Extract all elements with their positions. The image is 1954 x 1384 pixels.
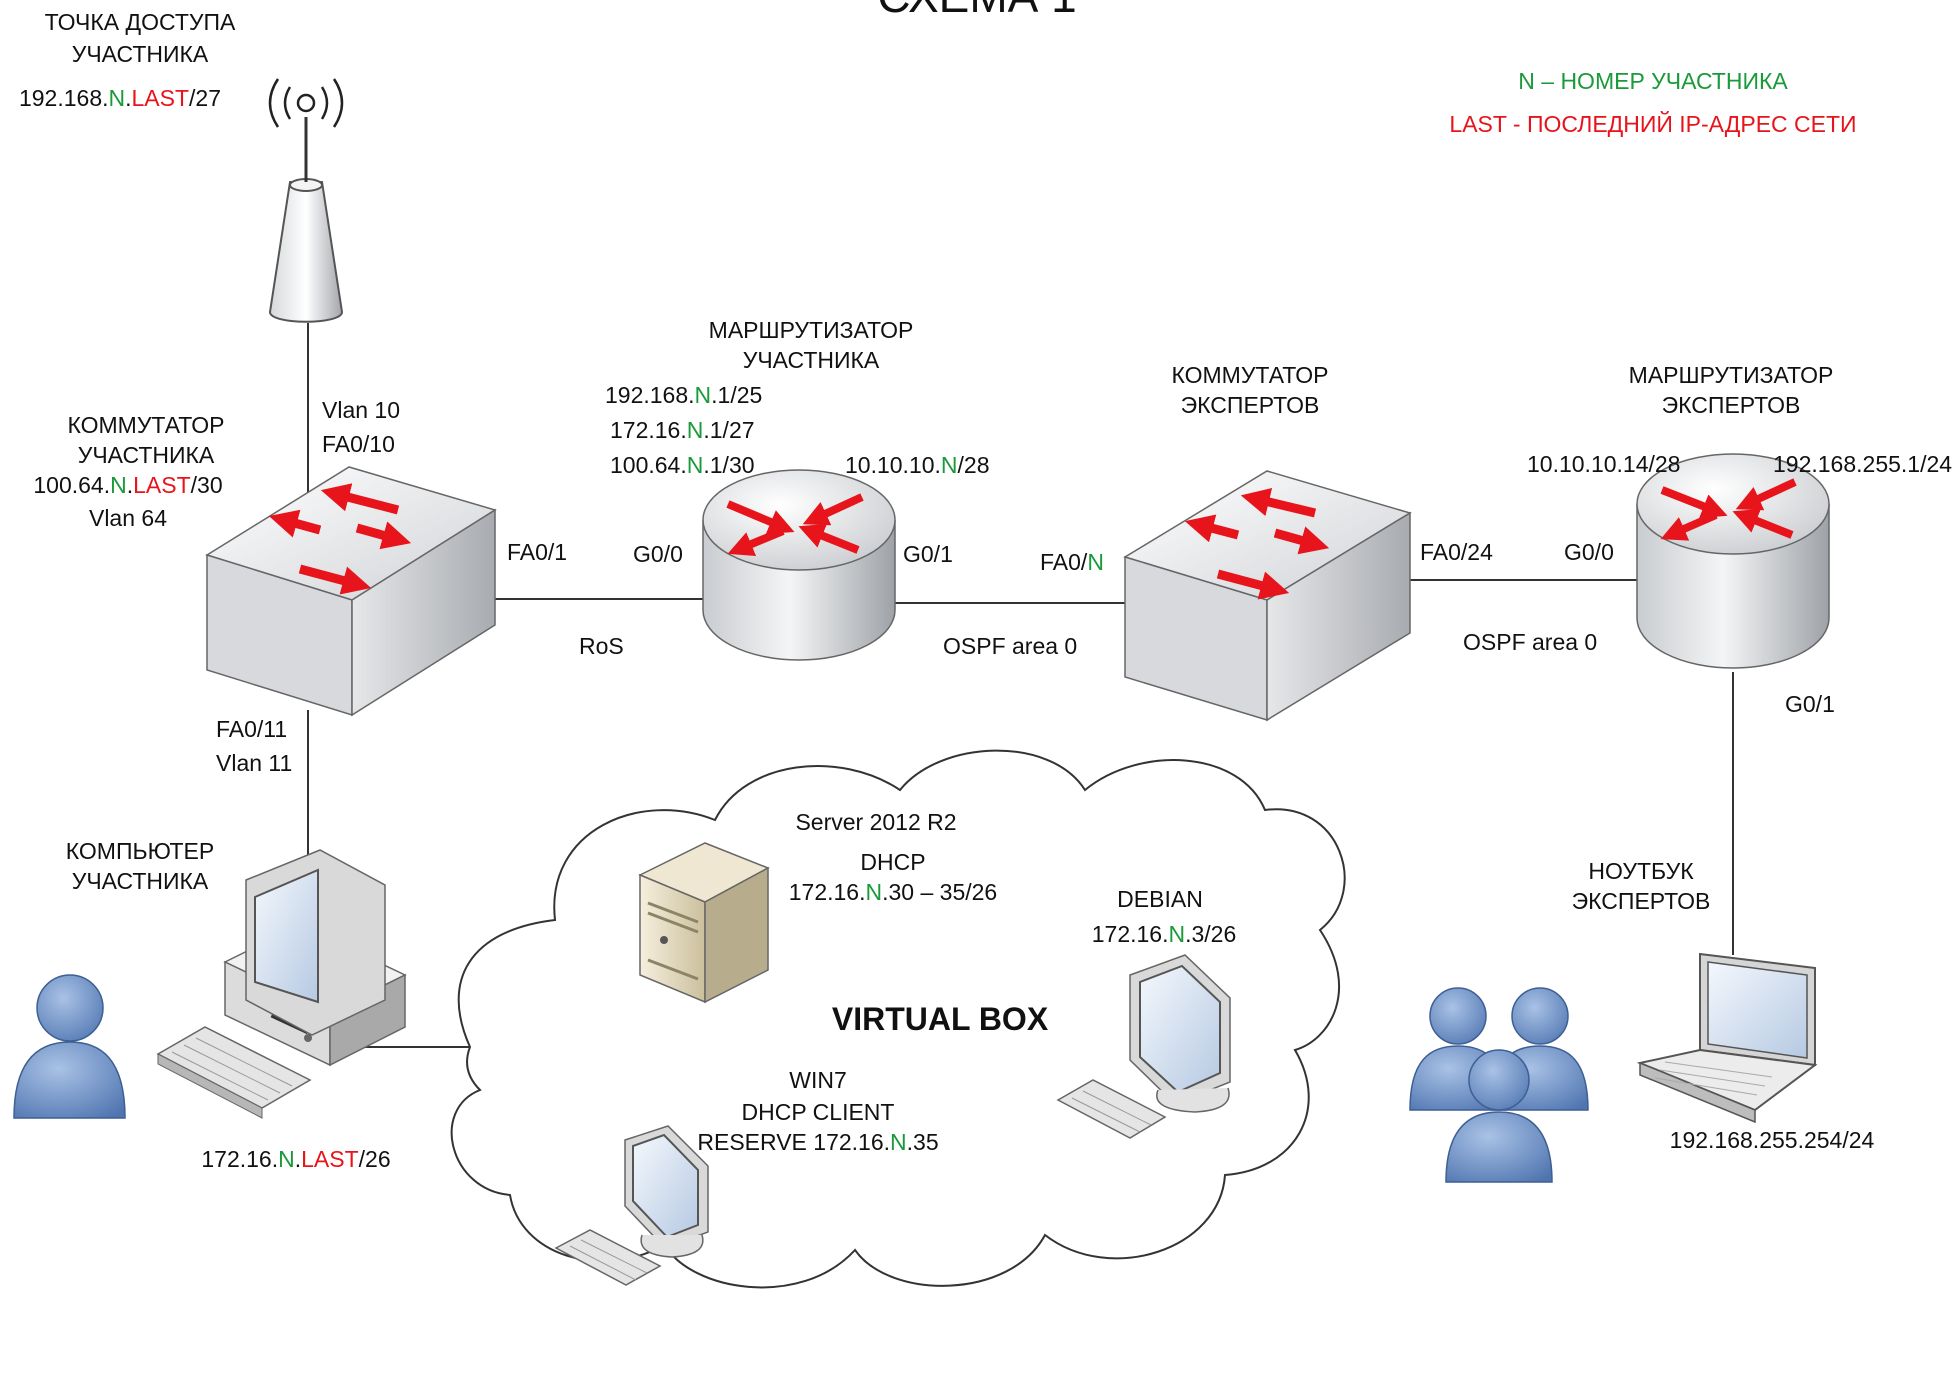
router-icon [702,469,896,661]
ap-name-2: УЧАСТНИКА [72,41,209,67]
esw-name-1: КОММУТАТОР [1171,362,1328,388]
rt-ip-2: 172.16.N.1/27 [610,417,755,443]
win7-name: WIN7 [789,1067,847,1093]
rt-ip-4: 10.10.10.N/28 [845,452,990,478]
sw-port-right: FA0/1 [507,539,567,565]
participant-pc[interactable]: КОМПЬЮТЕР УЧАСТНИКА 172.16.N.LAST/26 [13,838,407,1172]
expert-laptop[interactable]: НОУТБУК ЭКСПЕРТОВ 192.168.255.254/24 [1409,858,1875,1183]
sw-ip: 100.64.N.LAST/30 [33,472,222,498]
pc-name-2: УЧАСТНИКА [72,868,209,894]
rt-name-2: УЧАСТНИКА [743,347,880,373]
pc-ip: 172.16.N.LAST/26 [201,1146,390,1172]
legend-n: N – НОМЕР УЧАСТНИКА [1518,68,1788,94]
ap-ip: 192.168.N.LAST/27 [19,85,221,111]
rt-port-left: G0/0 [633,541,683,567]
ap-name-1: ТОЧКА ДОСТУПА [45,9,236,35]
win7-reserve: RESERVE 172.16.N.35 [697,1129,938,1155]
sw-port-up: FA0/10 [322,431,395,457]
esw-port-left: FA0/N [1040,549,1104,575]
rt-ip-1: 192.168.N.1/25 [605,382,762,408]
page-title: СХЕМА 1 [877,0,1076,22]
participant-switch[interactable]: КОММУТАТОР УЧАСТНИКА 100.64.N.LAST/30 Vl… [33,397,567,776]
sw-port-down: FA0/11 [216,716,287,742]
esw-port-right: FA0/24 [1420,539,1493,565]
link-label-ospf-1: OSPF area 0 [943,633,1077,659]
ert-ip-right: 192.168.255.1/24 [1773,451,1952,477]
virtualbox-cloud[interactable]: VIRTUAL BOX Server 2012 R2 DHCP 172.16.N… [450,749,1346,1289]
server-ip: 172.16.N.30 – 35/26 [789,879,997,905]
expert-switch[interactable]: КОММУТАТОР ЭКСПЕРТОВ FA0/N FA0/24 OSPF a… [1040,362,1597,722]
sw-name-1: КОММУТАТОР [67,412,224,438]
workstation-icon [1056,954,1231,1139]
workstation-icon [554,1125,709,1286]
expert-router[interactable]: МАРШРУТИЗАТОР ЭКСПЕРТОВ 10.10.10.14/28 1… [1527,362,1952,717]
access-point[interactable]: ТОЧКА ДОСТУПА УЧАСТНИКА 192.168.N.LAST/2… [19,9,344,323]
ert-name-2: ЭКСПЕРТОВ [1662,392,1801,418]
sw-vlan: Vlan 64 [89,505,167,531]
sw-port-down-vlan: Vlan 11 [216,750,292,776]
switch-icon [1123,470,1412,722]
router-icon [1636,453,1830,669]
link-label-ospf-2: OSPF area 0 [1463,629,1597,655]
user-icon [13,974,126,1119]
server-name: Server 2012 R2 [795,809,956,835]
wireless-antenna-icon [268,78,344,323]
desktop-pc-icon [156,849,407,1119]
laptop-name-1: НОУТБУК [1588,858,1694,884]
user-group-icon [1409,987,1589,1183]
ert-name-1: МАРШРУТИЗАТОР [1629,362,1834,388]
server-role: DHCP [860,849,925,875]
laptop-ip: 192.168.255.254/24 [1670,1127,1875,1153]
ert-port-left: G0/0 [1564,539,1614,565]
link-label-ros: RoS [579,633,624,659]
rt-name-1: МАРШРУТИЗАТОР [709,317,914,343]
debian-name: DEBIAN [1117,886,1203,912]
legend-last: LAST - ПОСЛЕДНИЙ IP-АДРЕС СЕТИ [1449,110,1856,137]
debian-ip: 172.16.N.3/26 [1092,921,1237,947]
win7-role: DHCP CLIENT [742,1099,895,1125]
rt-ip-3: 100.64.N.1/30 [610,452,755,478]
ert-port-down: G0/1 [1785,691,1835,717]
virtualbox-label: VIRTUAL BOX [832,1001,1049,1037]
ert-ip-left: 10.10.10.14/28 [1527,451,1680,477]
laptop-name-2: ЭКСПЕРТОВ [1572,888,1711,914]
switch-icon [205,466,497,717]
rt-port-right: G0/1 [903,541,953,567]
pc-name-1: КОМПЬЮТЕР [66,838,215,864]
server-tower-icon [638,842,770,1004]
esw-name-2: ЭКСПЕРТОВ [1181,392,1320,418]
sw-name-2: УЧАСТНИКА [78,442,215,468]
sw-port-up-vlan: Vlan 10 [322,397,400,423]
laptop-icon [1636,952,1818,1124]
participant-router[interactable]: МАРШРУТИЗАТОР УЧАСТНИКА 192.168.N.1/25 1… [579,317,1077,661]
links [307,323,1734,1048]
